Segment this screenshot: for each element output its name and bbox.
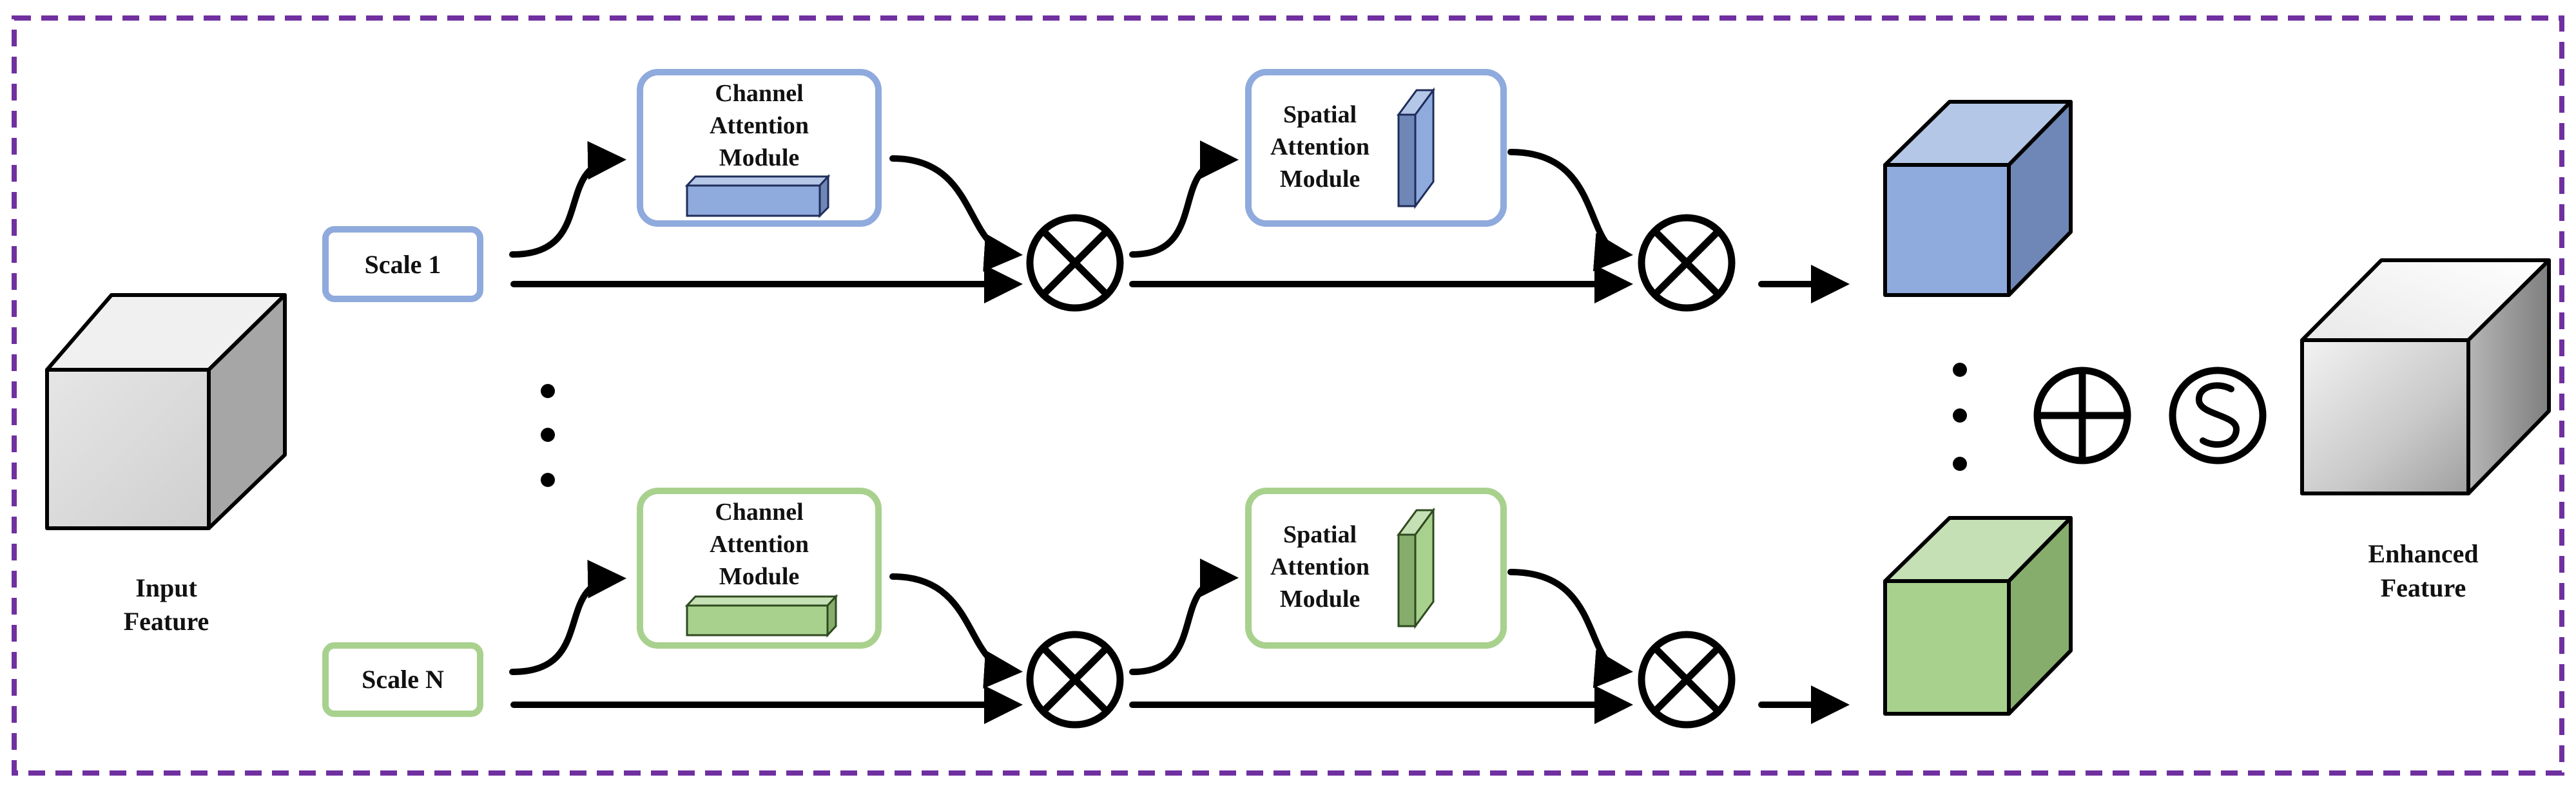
spatial-attention-text-1b: Attention [1270,133,1370,160]
channel-attention-bar-icon-n [684,594,838,638]
spatial-attention-module-box-1 [1245,69,1507,227]
input-feature-label-line1: Input [135,573,197,602]
channel-attention-text-nc: Module [719,563,800,590]
multiply-operator-na [1026,631,1124,729]
arrow-channel1-to-multiply [889,155,1023,272]
scale-1-feature-cube [1883,100,2073,297]
channel-attention-bar-icon-1 [684,174,831,218]
spatial-attention-text-na: Spatial [1283,521,1357,548]
scale-n-box [322,642,483,717]
arrow-scale1-to-channel [509,140,626,258]
spatial-attention-module-box-n [1245,488,1507,649]
channel-attention-text-na: Channel [715,499,803,526]
arrow-multiplyn-to-spatial [1129,559,1239,675]
spatial-attention-text-1c: Module [1280,166,1361,193]
channel-attention-text-1b: Attention [710,112,809,139]
spatial-attention-slab-icon-1 [1397,87,1435,209]
scale-n-label: Scale N [362,665,444,694]
input-feature-label-line2: Feature [124,607,209,636]
enhanced-feature-label-line1: Enhanced [2368,539,2478,568]
arrow-spatial1-to-multiply [1507,149,1633,272]
channel-attention-text-1a: Channel [715,80,803,107]
arrow-channeln-to-multiply [889,573,1023,689]
spatial-attention-text-nb: Attention [1270,553,1370,580]
vertical-ellipsis-right [1953,363,1967,471]
input-feature-cube [45,293,287,530]
arrow-scalen-to-channel [509,559,626,675]
outer-dashed-border [12,15,2564,776]
vertical-ellipsis-left [541,384,555,487]
multiply-operator-1a [1026,214,1124,312]
branch-scale-1: Scale 1 Channel Attention Module Spatial… [322,69,2073,312]
channel-attention-text-nb: Attention [710,531,809,558]
arrow-spatialn-to-multiply [1507,569,1633,689]
spatial-attention-text-1a: Spatial [1283,101,1357,128]
arrow-multiply1-to-spatial [1129,140,1239,258]
scale-1-box [322,226,483,302]
spatial-attention-text-nc: Module [1280,586,1361,613]
scale-n-feature-cube [1883,516,2073,716]
branch-scale-n: Scale N Channel Attention Module Spatial… [322,488,2073,729]
multiply-operator-nb [1638,631,1736,729]
sigmoid-operator-icon [2169,367,2267,464]
channel-attention-text-1c: Module [719,144,800,171]
spatial-attention-slab-icon-n [1397,507,1435,629]
enhanced-feature-cube [2300,258,2551,495]
scale-1-label: Scale 1 [365,250,441,279]
add-operator-icon [2033,367,2131,464]
multiply-operator-1b [1638,214,1736,312]
enhanced-feature-label-line2: Feature [2381,573,2466,602]
